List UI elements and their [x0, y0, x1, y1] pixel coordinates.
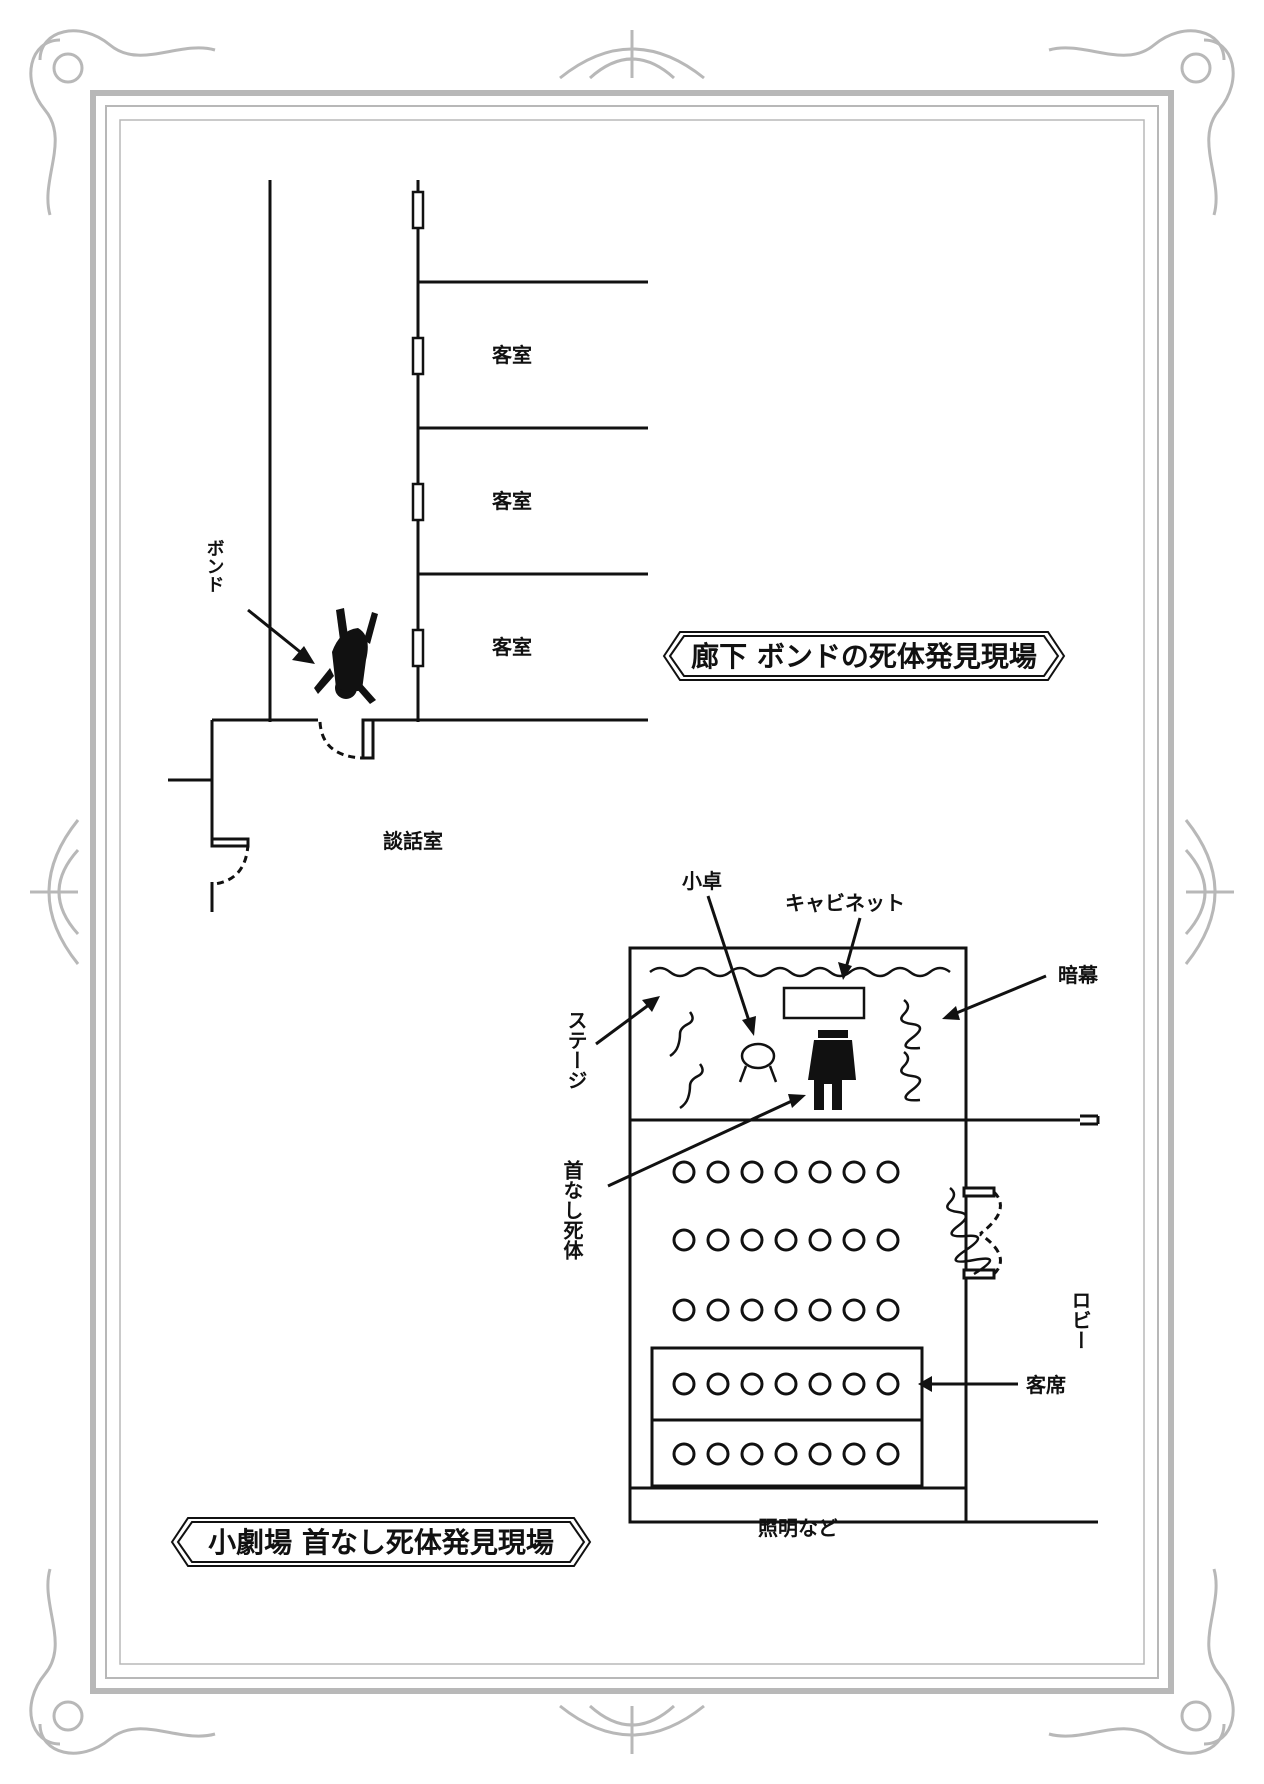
- guest-room-label-2: 客室: [491, 489, 532, 513]
- bond-arrow: [247, 608, 315, 664]
- seat: [672, 1372, 696, 1396]
- seat: [842, 1160, 866, 1184]
- guest-room-label-3: 客室: [491, 635, 532, 659]
- theater-caption: 小劇場 首なし死体発見現場: [208, 1526, 554, 1559]
- seat: [876, 1442, 900, 1466]
- corridor-plan: [168, 180, 648, 912]
- seat: [876, 1160, 900, 1184]
- corridor-caption-ribbon: [662, 631, 1066, 681]
- seat: [706, 1160, 730, 1184]
- lobby-label: ロビー: [1068, 1290, 1092, 1350]
- headless-body-icon: [808, 1030, 856, 1110]
- seat: [876, 1228, 900, 1252]
- seat: [774, 1372, 798, 1396]
- bond-body-icon: [314, 608, 378, 704]
- seat: [876, 1372, 900, 1396]
- lighting-label: 照明など: [758, 1516, 838, 1540]
- seat: [842, 1442, 866, 1466]
- seat: [672, 1160, 696, 1184]
- cabinet-label: キャビネット: [785, 891, 905, 915]
- seat: [808, 1298, 832, 1322]
- theater-plan: [628, 946, 1100, 1524]
- ornamental-frame: [29, 29, 1235, 1755]
- seat: [740, 1228, 764, 1252]
- seat: [740, 1372, 764, 1396]
- seat: [672, 1442, 696, 1466]
- bond-label: ボンド: [204, 539, 225, 593]
- seat: [774, 1442, 798, 1466]
- seat: [672, 1228, 696, 1252]
- theater-arrows: [595, 895, 1047, 1392]
- seat: [740, 1442, 764, 1466]
- seat: [706, 1228, 730, 1252]
- small-table-label: 小卓: [682, 869, 722, 893]
- seat: [842, 1228, 866, 1252]
- seat: [740, 1160, 764, 1184]
- seat: [842, 1298, 866, 1322]
- seat: [808, 1228, 832, 1252]
- seats-label: 客席: [1025, 1373, 1066, 1397]
- seat: [774, 1298, 798, 1322]
- stage-label: ステージ: [564, 1010, 588, 1090]
- curtain-label: 暗幕: [1058, 963, 1099, 987]
- seat: [774, 1160, 798, 1184]
- theater-caption-ribbon: [170, 1517, 592, 1567]
- seat: [774, 1228, 798, 1252]
- seat: [706, 1442, 730, 1466]
- seat: [808, 1442, 832, 1466]
- seat: [672, 1298, 696, 1322]
- seat: [876, 1298, 900, 1322]
- room-doors: [411, 190, 425, 668]
- seat: [842, 1372, 866, 1396]
- corridor-caption: 廊下 ボンドの死体発見現場: [691, 640, 1037, 673]
- seat: [706, 1372, 730, 1396]
- guest-room-label-1: 客室: [491, 343, 532, 367]
- seat: [706, 1298, 730, 1322]
- seat: [740, 1298, 764, 1322]
- seat-grid: [672, 1160, 900, 1466]
- seat: [808, 1372, 832, 1396]
- seat: [808, 1160, 832, 1184]
- headless-body-label: 首なし死体: [560, 1159, 584, 1261]
- lounge-label: 談話室: [383, 829, 443, 853]
